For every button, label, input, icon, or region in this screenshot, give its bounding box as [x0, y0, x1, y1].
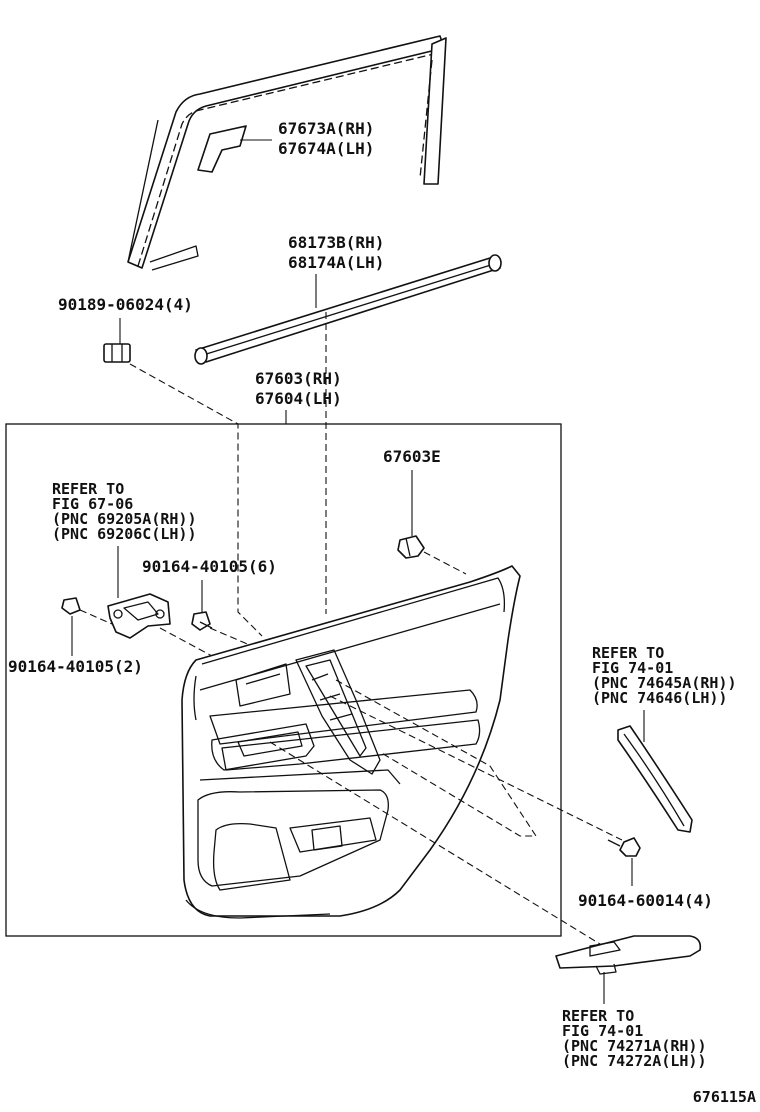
inside-handle-bracket	[107, 593, 171, 639]
label-refer-7401b-line4: (PNC 74272A(LH))	[562, 1052, 707, 1070]
corner-piece-67673A	[197, 125, 247, 173]
label-refer-6706-line2: FIG 67-06	[52, 495, 133, 513]
power-window-switch	[555, 935, 702, 975]
dash-panel-to-switch	[269, 741, 601, 945]
label-67603: 67603(RH)	[255, 369, 342, 388]
dash-screw6-to-panel	[209, 627, 253, 647]
label-68173b: 68173B(RH)	[288, 233, 384, 252]
label-refer-6706-line1: REFER TO	[52, 480, 124, 498]
label-68174a: 68174A(LH)	[288, 253, 384, 272]
label-90164-6: 90164-40105(6)	[142, 557, 277, 576]
label-67604: 67604(LH)	[255, 389, 342, 408]
belt-molding-68173B	[194, 254, 502, 365]
label-refer-7401b-line3: (PNC 74271A(RH))	[562, 1037, 707, 1055]
label-refer-6706-line4: (PNC 69206C(LH))	[52, 525, 197, 543]
door-garnish-7464	[617, 725, 693, 833]
dash-90189-to-panel	[129, 363, 263, 637]
label-refer-7401b-line2: FIG 74-01	[562, 1022, 643, 1040]
figure-code: 676115A	[693, 1088, 756, 1106]
label-refer-7401a-line4: (PNC 74646(LH))	[592, 689, 727, 707]
panel-assembly-frame	[5, 423, 562, 937]
label-refer-7401a-line3: (PNC 74645A(RH))	[592, 674, 737, 692]
label-refer-7401b-line1: REFER TO	[562, 1007, 634, 1025]
clip-90189	[103, 343, 131, 363]
label-refer-6706-line3: (PNC 69205A(RH))	[52, 510, 197, 528]
screw-90164-2	[61, 597, 81, 615]
door-window-frame	[127, 35, 447, 271]
label-refer-7401a-line2: FIG 74-01	[592, 659, 673, 677]
dash-switch-to-bezel	[335, 679, 538, 837]
dash-handle-to-panel	[159, 627, 213, 657]
label-90189: 90189-06024(4)	[58, 295, 193, 314]
screw-90164-60014	[607, 837, 641, 857]
label-67603e: 67603E	[383, 447, 441, 466]
label-refer-7401a-line1: REFER TO	[592, 644, 664, 662]
label-67674a: 67674A(LH)	[278, 139, 374, 158]
dash-67603e-to-panel	[423, 551, 467, 575]
dash-screw2-to-handle	[79, 609, 113, 625]
label-90164-60014: 90164-60014(4)	[578, 891, 713, 910]
screw-90164-6	[191, 611, 213, 631]
clip-67603E	[397, 535, 425, 559]
label-90164-2: 90164-40105(2)	[8, 657, 143, 676]
label-67673a: 67673A(RH)	[278, 119, 374, 138]
door-trim-panel	[181, 565, 521, 919]
